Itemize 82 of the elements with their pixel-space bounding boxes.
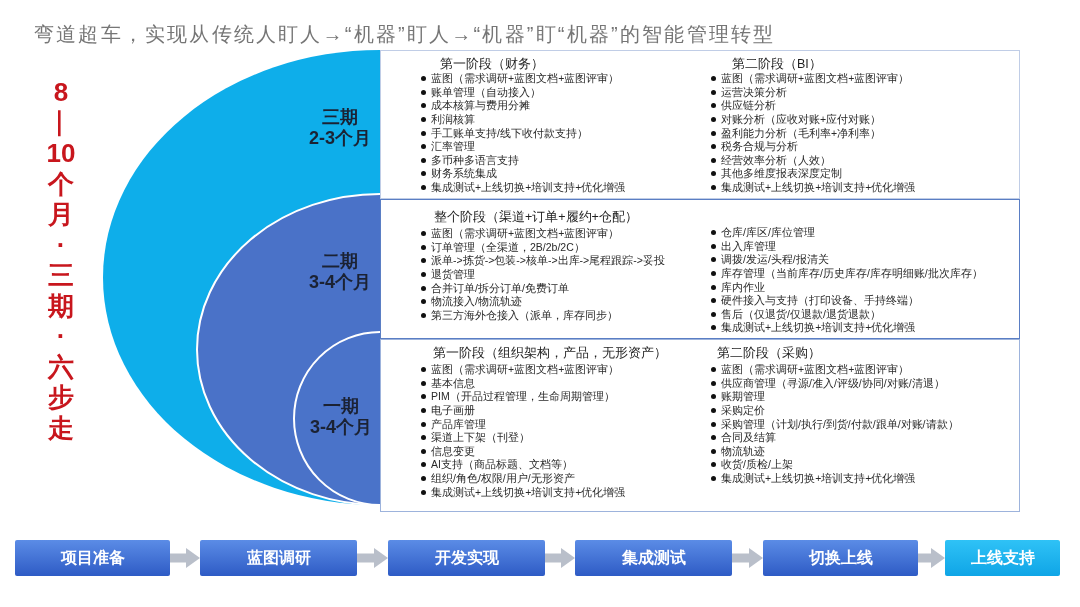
list-item: 组织/角色/权限/用户/无形资产 [431, 472, 575, 486]
section-heading: 第一阶段（组织架构，产品，无形资产） [433, 345, 667, 361]
list-item: 调拨/发运/头程/报清关 [721, 253, 829, 267]
step-box: 蓝图调研 [200, 540, 357, 576]
list-item: 财务系统集成 [431, 167, 497, 181]
section-heading: 整个阶段（渠道+订单+履约+仓配） [434, 209, 638, 225]
list-item: 蓝图（需求调研+蓝图文档+蓝图评审） [431, 72, 620, 86]
list-item: 仓库/库区/库位管理 [721, 226, 815, 240]
list-item: 库内作业 [721, 280, 765, 294]
list-item: 集成测试+上线切换+培训支持+优化增强 [431, 485, 626, 499]
list-item: 采购定价 [721, 404, 765, 418]
list-item: 物流轨迹 [721, 444, 765, 458]
list-item: 订单管理（全渠道，2B/2b/2C） [431, 240, 585, 254]
list-item: 集成测试+上线切换+培训支持+优化增强 [721, 181, 916, 195]
semicircle-band [103, 50, 380, 505]
info-panel [380, 199, 1020, 339]
step-box: 开发实现 [388, 540, 545, 576]
list-item: 采购管理（计划/执行/到货/付款/跟单/对账/请款） [721, 417, 959, 431]
duration-label: 3-4个月 [310, 417, 372, 438]
section-heading: 第二阶段（BI） [732, 56, 822, 72]
list-item: 手工账单支持/线下收付款支持） [431, 126, 588, 140]
list-item: 汇率管理 [431, 140, 475, 154]
arrow [357, 548, 388, 568]
step-box: 切换上线 [763, 540, 918, 576]
phase-label: 二期 [322, 251, 358, 272]
list-item: 多币种多语言支持 [431, 153, 519, 167]
page-title: 弯道超车，实现从传统人盯人→“机器”盯人→“机器”盯“机器”的智能管理转型 [34, 22, 776, 47]
step-box: 项目准备 [15, 540, 170, 576]
step-box: 集成测试 [575, 540, 732, 576]
list-item: 运营决策分析 [721, 85, 787, 99]
step-box: 上线支持 [945, 540, 1060, 576]
list-item: 电子画册 [431, 404, 475, 418]
list-item: 其他多维度报表深度定制 [721, 167, 842, 181]
list-item: 利润核算 [431, 113, 475, 127]
list-item: 蓝图（需求调研+蓝图文档+蓝图评审） [721, 363, 910, 377]
list-item: 售后（仅退货/仅退款/退货退款） [721, 307, 881, 321]
side-heading: 8—10个月·三期·六步走 [45, 77, 78, 443]
arrow [545, 548, 575, 568]
list-item: 账期管理 [721, 390, 765, 404]
list-item: 蓝图（需求调研+蓝图文档+蓝图评审） [721, 72, 910, 86]
list-item: PIM（开品过程管理，生命周期管理） [431, 390, 615, 404]
list-item: 蓝图（需求调研+蓝图文档+蓝图评审） [431, 227, 620, 241]
list-item: 集成测试+上线切换+培训支持+优化增强 [721, 321, 916, 335]
phase-label: 一期 [323, 396, 359, 417]
arrow [732, 548, 763, 568]
list-item: 蓝图（需求调研+蓝图文档+蓝图评审） [431, 363, 620, 377]
arrow [170, 548, 200, 568]
duration-label: 3-4个月 [309, 272, 371, 293]
arrow [918, 548, 945, 568]
duration-label: 2-3个月 [309, 128, 371, 149]
list-item: 产品库管理 [431, 417, 486, 431]
list-item: 对账分析（应收对账+应付对账） [721, 113, 882, 127]
list-item: AI支持（商品标题、文档等） [431, 458, 573, 472]
list-item: 派单->拣货->包装->核单->出库->尾程跟踪->妥投 [431, 254, 665, 268]
list-item: 物流接入/物流轨迹 [431, 295, 522, 309]
section-heading: 第二阶段（采购） [717, 345, 821, 361]
list-item: 渠道上下架（刊登） [431, 431, 530, 445]
list-item: 信息变更 [431, 444, 475, 458]
list-item: 成本核算与费用分摊 [431, 99, 530, 113]
list-item: 出入库管理 [721, 239, 776, 253]
list-item: 集成测试+上线切换+培训支持+优化增强 [431, 181, 626, 195]
list-item: 第三方海外仓接入（派单，库存同步） [431, 308, 618, 322]
info-panel [380, 50, 1020, 199]
semicircle-band [197, 194, 380, 505]
list-item: 税务合规与分析 [721, 140, 798, 154]
list-item: 集成测试+上线切换+培训支持+优化增强 [721, 472, 916, 486]
list-item: 基本信息 [431, 376, 475, 390]
list-item: 收货/质检/上架 [721, 458, 793, 472]
list-item: 硬件接入与支持（打印设备、手持终端） [721, 294, 919, 308]
info-panel [380, 339, 1020, 512]
list-item: 经营效率分析（人效） [721, 153, 831, 167]
list-item: 退货管理 [431, 268, 475, 282]
list-item: 库存管理（当前库存/历史库存/库存明细账/批次库存） [721, 267, 983, 281]
list-item: 供应链分析 [721, 99, 776, 113]
section-heading: 第一阶段（财务） [440, 56, 544, 72]
phase-label: 三期 [322, 107, 358, 128]
list-item: 合同及结算 [721, 431, 776, 445]
list-item: 账单管理（自动接入） [431, 85, 541, 99]
list-item: 合并订单/拆分订单/免费订单 [431, 281, 569, 295]
list-item: 盈利能力分析（毛利率+净利率） [721, 126, 882, 140]
semicircle-band [294, 332, 380, 505]
list-item: 供应商管理（寻源/准入/评级/协同/对账/清退） [721, 376, 945, 390]
